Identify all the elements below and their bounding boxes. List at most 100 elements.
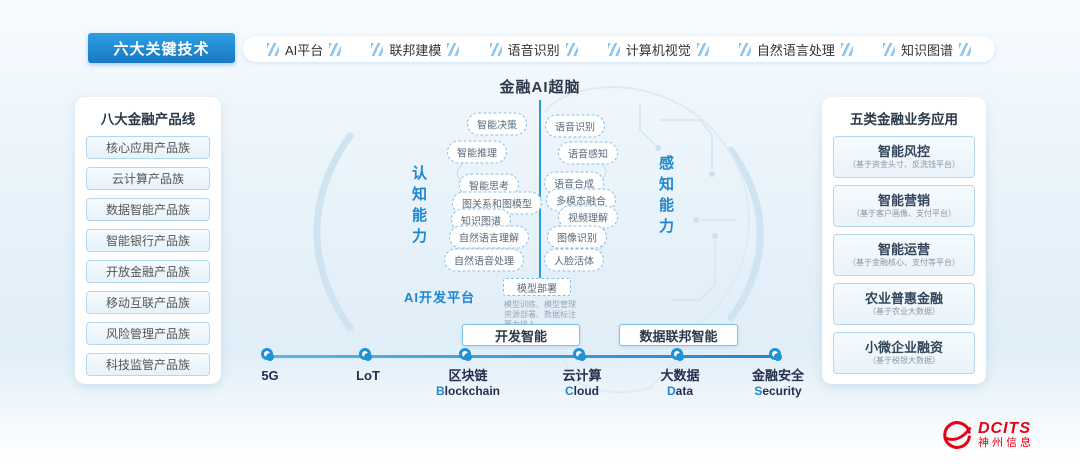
circuit-trace <box>660 119 713 170</box>
timeline-label-lot: LoT <box>318 368 418 384</box>
timeline-dot-blockchain <box>459 348 472 361</box>
tech-label: AI平台 <box>285 42 324 58</box>
hatch-left-icon <box>882 42 895 56</box>
product-line-item: 风险管理产品族 <box>86 322 210 345</box>
timeline-line <box>270 355 778 358</box>
model-deploy-box: 模型部署 <box>503 278 571 296</box>
product-line-item: 智能银行产品族 <box>86 229 210 252</box>
business-app-item: 农业普惠金融 （基于农业大数据） <box>833 283 975 325</box>
deploy-note-line: 模型训练、模型管理 <box>504 300 576 309</box>
circuit-trace <box>639 105 656 146</box>
brain-title: 金融AI超脑 <box>499 79 581 96</box>
tech-item-knowledge-graph: 知识图谱 <box>882 40 971 59</box>
capability-bubble: 智能推理 <box>447 140 507 164</box>
hatch-left-icon <box>371 42 384 56</box>
tech-item-nlp: 自然语言处理 <box>738 40 853 59</box>
timeline-label-blockchain: 区块链 Blockchain <box>418 368 518 398</box>
timeline-dot-lot <box>359 348 372 361</box>
timeline-en: Cloud <box>565 384 599 398</box>
cognitive-ability-label: 认知能力 <box>410 165 427 249</box>
product-line-item: 移动互联产品族 <box>86 291 210 314</box>
right-paren-arc <box>727 146 764 322</box>
business-app-subtitle: （基于农业大数据） <box>868 307 940 316</box>
business-app-subtitle: （基于资金头寸、反洗钱平台） <box>848 160 960 169</box>
business-app-item: 智能风控 （基于资金头寸、反洗钱平台） <box>833 136 975 178</box>
tech-label: 联邦建模 <box>389 42 442 58</box>
ai-dev-platform-label: AI开发平台 <box>404 290 476 305</box>
left-panel-product-lines: 八大金融产品线 核心应用产品族 云计算产品族 数据智能产品族 智能银行产品族 开… <box>75 97 221 384</box>
hatch-right-icon <box>840 42 853 56</box>
capability-bubble: 图像识别 <box>547 225 607 249</box>
tech-label: 语音识别 <box>507 42 560 58</box>
hatch-left-icon <box>738 42 751 56</box>
tech-label: 自然语言处理 <box>756 42 835 58</box>
hatch-left-icon <box>267 42 279 56</box>
tech-bar: AI平台 联邦建模 语音识别 计算机视觉 自然语言处理 知识图谱 <box>243 36 995 62</box>
business-app-item: 智能营销 （基于客户画像、支付平台） <box>833 185 975 227</box>
capability-bubble: 人脸活体 <box>544 248 604 272</box>
circuit-trace <box>672 240 716 301</box>
dcits-logo: DCITS 神州信息 <box>942 420 1034 450</box>
business-app-title: 智能风控 <box>877 144 930 159</box>
product-line-item: 核心应用产品族 <box>86 136 210 159</box>
tech-label: 知识图谱 <box>900 42 953 58</box>
hatch-right-icon <box>959 42 971 56</box>
timeline-dot-5g <box>261 348 274 361</box>
product-line-item: 数据智能产品族 <box>86 198 210 221</box>
deploy-note-line: 资源部署、数据标注 <box>504 310 576 319</box>
circuit-node <box>693 217 699 223</box>
dev-intelligence-box: 开发智能 <box>462 324 580 346</box>
data-federation-box: 数据联邦智能 <box>619 324 738 346</box>
circuit-node <box>655 145 661 151</box>
business-app-title: 农业普惠金融 <box>864 291 943 306</box>
timeline-zh: 区块链 <box>448 368 488 383</box>
capability-bubble: 智能决策 <box>467 112 527 136</box>
dcits-swoosh-icon <box>943 421 972 449</box>
timeline-zh: 金融安全 <box>751 368 804 383</box>
business-app-subtitle: （基于金融核心、支付等平台） <box>848 258 960 267</box>
capability-bubble: 语音感知 <box>558 141 618 165</box>
capability-bubble: 语音识别 <box>545 114 605 138</box>
timeline-label-cloud: 云计算 Cloud <box>532 368 632 398</box>
business-app-subtitle: （基于税银大数据） <box>868 356 940 365</box>
perception-ability-label: 感知能力 <box>657 155 674 239</box>
left-paren-arc <box>313 132 354 332</box>
timeline-label-data: 大数据 Data <box>630 368 730 398</box>
circuit-node <box>712 233 718 239</box>
timeline-zh: 5G <box>261 368 279 383</box>
business-app-item: 智能运营 （基于金融核心、支付等平台） <box>833 234 975 276</box>
hatch-right-icon <box>696 42 709 56</box>
center-divider-line <box>539 100 541 283</box>
hatch-right-icon <box>447 42 460 56</box>
hatch-right-icon <box>329 42 342 56</box>
timeline-label-5g: 5G <box>220 368 320 384</box>
capability-bubble: 自然语言理解 <box>449 225 529 249</box>
timeline-zh: 大数据 <box>660 368 700 383</box>
tech-item-speech-recognition: 语音识别 <box>489 40 578 59</box>
circuit-node <box>709 171 715 177</box>
product-line-item: 云计算产品族 <box>86 167 210 190</box>
tech-item-ai-platform: AI平台 <box>267 40 342 59</box>
hatch-right-icon <box>565 42 578 56</box>
business-app-item: 小微企业融资 （基于税银大数据） <box>833 332 975 374</box>
hatch-left-icon <box>607 42 620 56</box>
head-outline <box>539 86 750 394</box>
right-panel-title: 五类金融业务应用 <box>850 112 958 127</box>
timeline-en: Data <box>666 384 693 398</box>
timeline-zh: 云计算 <box>562 368 602 383</box>
business-app-subtitle: （基于客户画像、支付平台） <box>852 209 956 218</box>
tech-label: 计算机视觉 <box>625 42 691 58</box>
logo-brand-text: DCITS <box>978 420 1031 437</box>
timeline-en: Security <box>754 384 802 398</box>
timeline-dot-security <box>769 348 782 361</box>
business-app-title: 小微企业融资 <box>864 340 943 355</box>
capability-bubble: 自然语音处理 <box>444 248 524 272</box>
right-panel-business-apps: 五类金融业务应用 智能风控 （基于资金头寸、反洗钱平台） 智能营销 （基于客户画… <box>822 97 986 384</box>
timeline-dot-data <box>671 348 684 361</box>
business-app-title: 智能营销 <box>877 193 930 208</box>
six-key-tech-chip: 六大关键技术 <box>88 33 235 63</box>
timeline-label-security: 金融安全 Security <box>728 368 828 398</box>
left-panel-title: 八大金融产品线 <box>100 112 196 127</box>
tech-item-federated-modeling: 联邦建模 <box>371 40 460 59</box>
